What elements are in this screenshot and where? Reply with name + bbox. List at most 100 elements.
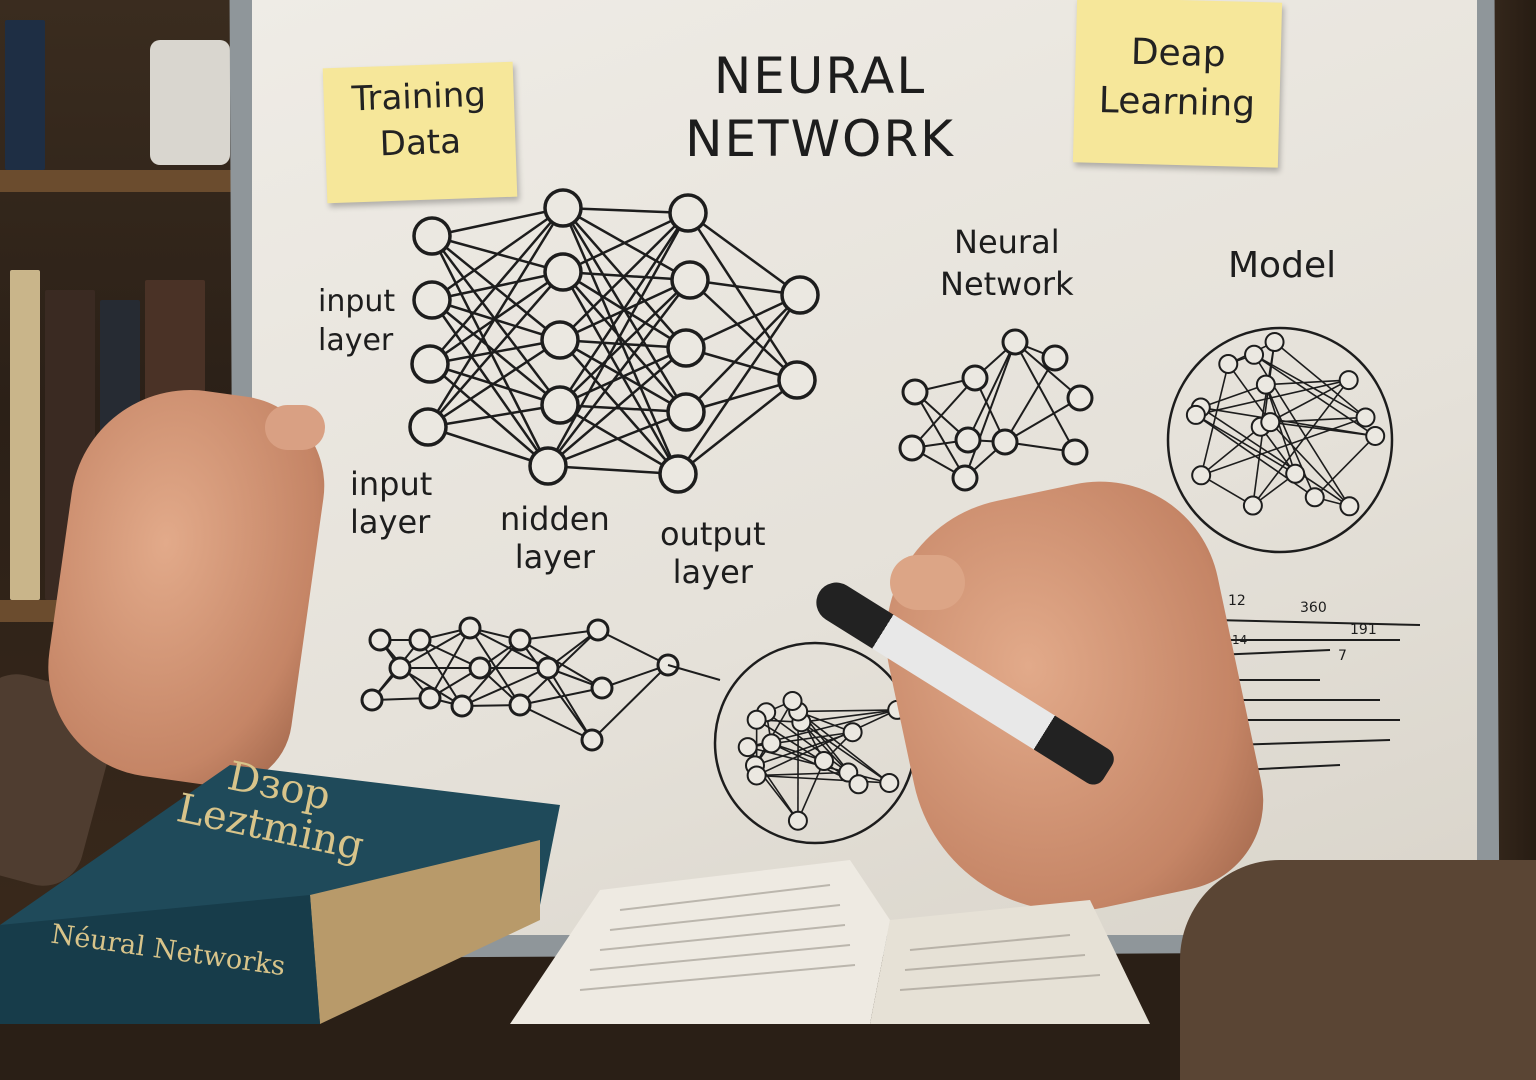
network-node	[748, 766, 766, 784]
network-node	[956, 428, 980, 452]
network-node	[668, 394, 704, 430]
sticky-note-deep-learning: Deap Learning	[1073, 0, 1282, 168]
network-node	[470, 658, 490, 678]
network-edge	[520, 640, 592, 740]
network-node	[1340, 371, 1358, 389]
network-node	[460, 618, 480, 638]
label-text: nidden	[500, 500, 610, 538]
label-text: input	[318, 282, 395, 321]
scribble-number: 360	[1300, 600, 1327, 616]
network-node	[1068, 386, 1092, 410]
network-edge	[430, 364, 560, 405]
network-node	[1063, 440, 1087, 464]
sticky-text: Learning	[1074, 76, 1280, 130]
label-hidden-layer: nidden layer	[500, 500, 610, 577]
network-node	[815, 752, 833, 770]
network-node	[748, 711, 766, 729]
left-thumb	[265, 405, 325, 450]
network-edge	[428, 405, 560, 427]
network-node	[668, 330, 704, 366]
label-text: layer	[350, 503, 432, 541]
network-node	[410, 630, 430, 650]
network-node	[1266, 333, 1284, 351]
network-node	[410, 409, 446, 445]
network-node	[672, 262, 708, 298]
network-node	[414, 218, 450, 254]
scribble-number: 12	[1228, 593, 1246, 609]
scribble-line	[1230, 740, 1390, 745]
sticky-text: Deap	[1075, 27, 1281, 81]
network-edge	[1201, 427, 1261, 476]
network-node	[844, 723, 862, 741]
network-node	[1286, 465, 1304, 483]
network-node	[510, 695, 530, 715]
network-node	[588, 620, 608, 640]
sticky-text: Training	[323, 72, 514, 124]
network-node	[390, 658, 410, 678]
network-node	[538, 658, 558, 678]
label-text: Network	[940, 264, 1074, 306]
network-node	[660, 456, 696, 492]
network-node	[903, 380, 927, 404]
network-edge	[432, 300, 560, 340]
network-node	[784, 692, 802, 710]
scribble-line	[1215, 620, 1420, 625]
network-node	[1366, 427, 1384, 445]
network-node	[963, 366, 987, 390]
network-node	[582, 730, 602, 750]
label-text: layer	[500, 538, 610, 576]
network-edge	[592, 665, 668, 740]
network-node	[1357, 408, 1375, 426]
network-node	[1003, 330, 1027, 354]
network-edge	[520, 640, 602, 688]
network-node	[530, 448, 566, 484]
network-node	[880, 774, 898, 792]
board-title: NEURAL NETWORK	[650, 45, 990, 170]
network-node	[850, 775, 868, 793]
network-edge	[757, 775, 890, 783]
network-node	[779, 362, 815, 398]
network-node	[1192, 466, 1210, 484]
network-node	[789, 812, 807, 830]
network-node	[362, 690, 382, 710]
network-node	[592, 678, 612, 698]
network-node	[414, 282, 450, 318]
network-node	[545, 190, 581, 226]
open-book	[470, 860, 1150, 1024]
network-node	[993, 430, 1017, 454]
right-thumb	[890, 555, 965, 610]
sticky-note-training-data: Training Data	[323, 62, 518, 204]
network-node	[739, 738, 757, 756]
scribble-number: 14	[1232, 633, 1247, 647]
network-node	[370, 630, 390, 650]
right-sleeve	[1180, 860, 1536, 1080]
network-node	[542, 322, 578, 358]
network-node	[510, 630, 530, 650]
label-text: output	[660, 515, 766, 553]
label-text: layer	[318, 321, 395, 360]
network-node	[1244, 497, 1262, 515]
label-text: Neural	[940, 222, 1074, 264]
title-line: NEURAL	[650, 45, 990, 108]
network-edge	[1201, 385, 1266, 408]
network-node	[545, 254, 581, 290]
network-node	[953, 466, 977, 490]
network-edge	[757, 772, 849, 775]
label-input-layer-2: input layer	[350, 465, 432, 542]
network-node	[1261, 413, 1279, 431]
network-node	[762, 734, 780, 752]
title-line: NETWORK	[650, 108, 990, 171]
sticky-text: Data	[325, 118, 516, 170]
network-node	[542, 387, 578, 423]
network-edge	[598, 630, 668, 665]
label-output-layer: output layer	[660, 515, 766, 592]
network-edge	[965, 342, 1015, 478]
network-node	[1245, 346, 1263, 364]
network-node	[1187, 406, 1205, 424]
sphere-outline	[1168, 328, 1392, 552]
label-neural-network: Neural Network	[940, 222, 1074, 305]
label-model: Model	[1228, 245, 1336, 286]
network-node	[1219, 355, 1237, 373]
label-text: layer	[660, 553, 766, 591]
network-node	[1306, 488, 1324, 506]
